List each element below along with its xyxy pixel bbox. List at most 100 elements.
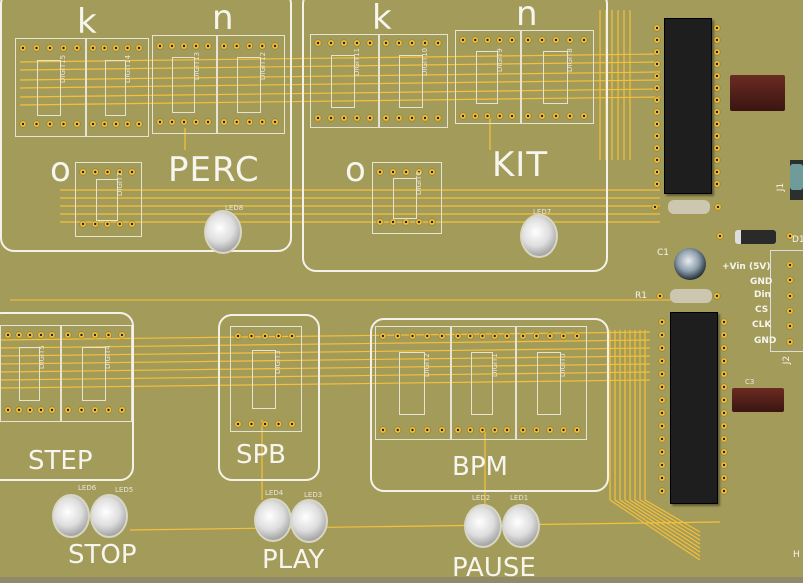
pad-hole	[316, 41, 320, 45]
trace	[0, 379, 651, 389]
trace	[609, 499, 701, 561]
pad-hole	[342, 116, 346, 120]
kit-section-outline	[302, 0, 608, 272]
pad-hole	[493, 334, 496, 338]
trace	[0, 363, 651, 373]
led1	[502, 504, 540, 548]
pad-hole	[493, 428, 496, 432]
pad-hole	[81, 222, 85, 226]
pad-hole	[158, 120, 162, 124]
kit-title: KIT	[492, 145, 549, 185]
pad-hole	[554, 38, 558, 42]
pad-hole	[554, 114, 558, 118]
digit-footprint: DIGIT11	[310, 34, 380, 128]
pad-hole	[722, 359, 726, 363]
pad-hole	[653, 205, 657, 209]
pad-hole	[722, 320, 726, 324]
pad-hole	[378, 220, 382, 224]
pad-hole	[715, 98, 719, 102]
pad-hole	[94, 170, 97, 174]
pad-hole	[722, 372, 726, 376]
pad-hole	[655, 158, 659, 162]
pad-hole	[461, 38, 465, 42]
pad-hole	[50, 333, 54, 337]
pad-hole	[481, 428, 484, 432]
pad-hole	[137, 46, 141, 50]
pad-hole	[660, 424, 664, 428]
pad-hole	[397, 41, 401, 45]
pad-hole	[6, 408, 10, 412]
pad-hole	[381, 334, 385, 338]
led6-label: LED6	[78, 484, 97, 492]
pad-hole	[80, 408, 83, 412]
pad-hole	[120, 333, 124, 337]
pad-hole	[130, 170, 134, 174]
pad-hole	[355, 41, 359, 45]
pad-hole	[486, 38, 489, 42]
pause-label: PAUSE	[452, 553, 536, 583]
pad-hole	[715, 182, 719, 186]
led5	[90, 494, 128, 538]
pad-hole	[248, 44, 251, 48]
pad-hole	[6, 333, 10, 337]
pin-label-din: Din	[754, 290, 771, 300]
pad-hole	[655, 122, 659, 126]
pad-hole	[722, 463, 726, 467]
trace	[634, 499, 701, 541]
digit-label: DIGIT13	[192, 51, 201, 80]
pad-hole	[526, 38, 530, 42]
digit-footprint: DIGIT0	[515, 326, 587, 440]
pad-hole	[582, 114, 586, 118]
digit-segment-outline	[237, 57, 261, 113]
digit-label: DIGIT10	[421, 48, 430, 77]
pin-label-cs: CS	[755, 305, 769, 315]
pad-hole	[655, 98, 659, 102]
pad-hole	[469, 334, 472, 338]
kit-label-o: o	[345, 150, 367, 190]
pad-hole	[17, 408, 21, 412]
pad-hole	[715, 170, 719, 174]
digit-segment-outline	[399, 55, 424, 108]
pad-hole	[235, 120, 238, 124]
pad-hole	[107, 333, 110, 337]
pad-hole	[788, 234, 792, 238]
pad-hole	[118, 170, 121, 174]
pad-hole	[158, 44, 162, 48]
pad-hole	[91, 46, 95, 50]
pad-hole	[715, 294, 719, 298]
pad-hole	[505, 428, 509, 432]
pin-label-gnd: GND	[750, 277, 773, 287]
pad-hole	[548, 428, 552, 432]
led7-label: LED7	[533, 208, 552, 216]
pad-hole	[384, 116, 388, 120]
pad-hole	[788, 263, 792, 267]
pad-hole	[716, 205, 720, 209]
digit-label: DIGIT4	[104, 345, 113, 369]
pad-hole	[368, 116, 372, 120]
led3-label: LED3	[304, 491, 323, 499]
pin-label-clk: CLK	[752, 320, 772, 330]
pad-hole	[526, 114, 530, 118]
pad-hole	[722, 489, 726, 493]
pad-hole	[436, 41, 440, 45]
pad-hole	[655, 50, 659, 54]
perc-label-n: n	[212, 0, 235, 38]
pad-hole	[722, 411, 726, 415]
digit-label: DIGIT3	[274, 350, 283, 374]
j2-label: J2	[782, 355, 793, 365]
pad-hole	[21, 122, 25, 126]
pad-hole	[397, 116, 401, 120]
led4-label: LED4	[265, 489, 284, 497]
led2	[464, 504, 502, 548]
pad-hole	[498, 38, 501, 42]
pad-hole	[722, 398, 726, 402]
trace	[619, 499, 701, 553]
pad-hole	[410, 116, 414, 120]
pad-hole	[93, 333, 97, 337]
digit-footprint: DIGIT7	[75, 162, 142, 237]
pad-hole	[410, 41, 414, 45]
pad-hole	[548, 334, 552, 338]
pad-hole	[194, 120, 198, 124]
pad-hole	[236, 422, 240, 426]
